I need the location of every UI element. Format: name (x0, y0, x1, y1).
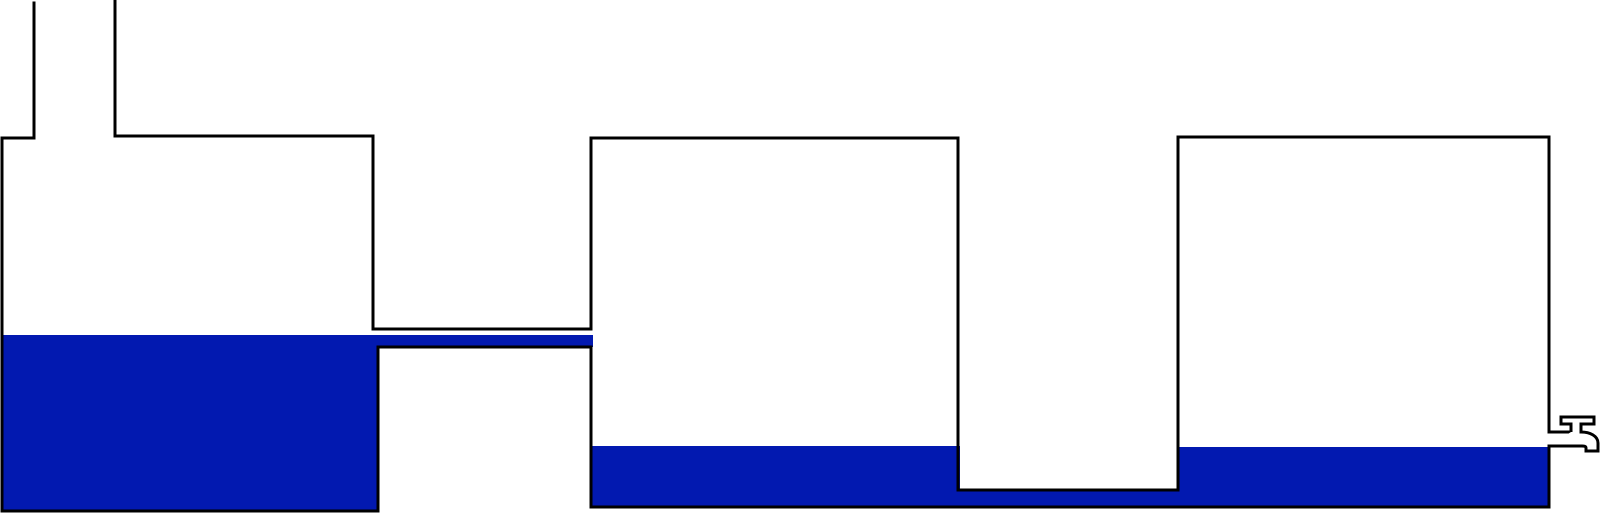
tap-spout (1549, 415, 1600, 453)
tank-1-water (2, 335, 378, 511)
tank-1-chimney (113, 0, 1573, 492)
tank-3-water (1178, 447, 1550, 507)
upper-connector-water (373, 335, 593, 347)
water (2, 335, 1550, 511)
bottom-channel-water (958, 490, 1180, 507)
tap-icon (1549, 415, 1600, 453)
tank-2-water (591, 446, 960, 507)
